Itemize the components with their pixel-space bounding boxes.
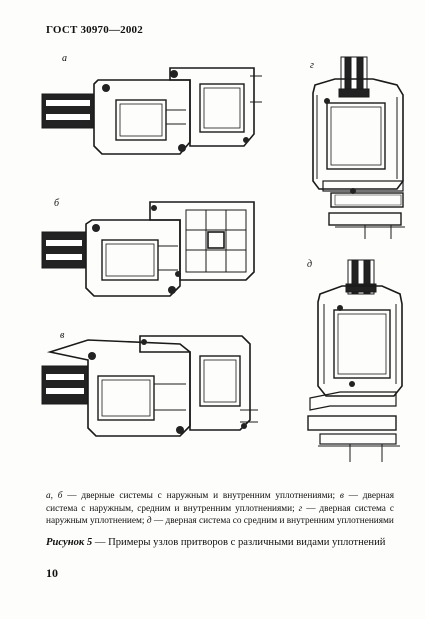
legend-key-g: г	[298, 503, 303, 514]
legend-text-d: — дверная система со средним и внутренни…	[151, 516, 394, 527]
standard-header: ГОСТ 30970—2002	[46, 24, 143, 36]
drawing-g	[312, 56, 405, 239]
figure-label-a: а	[62, 53, 67, 64]
figure-label-b: б	[54, 198, 60, 209]
caption-word: Рисунок 5	[46, 537, 93, 548]
legend-key-v: в	[339, 491, 344, 501]
figure-label-g: г	[310, 60, 314, 71]
legend-text-ab: — дверные системы с наружным и внутренни…	[62, 491, 340, 501]
figure-legend: а, б — дверные системы с наружным и внут…	[46, 490, 394, 528]
figure-caption: Рисунок 5 — Примеры узлов притворов с ра…	[46, 537, 406, 548]
drawing-v	[41, 335, 258, 437]
page-number: 10	[46, 566, 58, 580]
caption-text: — Примеры узлов притворов с различными в…	[92, 537, 386, 548]
legend-key-d: д	[146, 516, 152, 527]
drawing-b	[41, 201, 255, 297]
drawing-d	[307, 259, 403, 462]
legend-text-v: — дверная система с наружным, средним и …	[46, 491, 394, 514]
drawing-a	[41, 67, 262, 155]
legend-key-ab: а, б	[46, 491, 63, 501]
figure-label-d: д	[307, 259, 313, 270]
legend-text-g: — дверная система с наружным уплотнением…	[46, 503, 394, 527]
figure-label-v: в	[60, 330, 65, 341]
